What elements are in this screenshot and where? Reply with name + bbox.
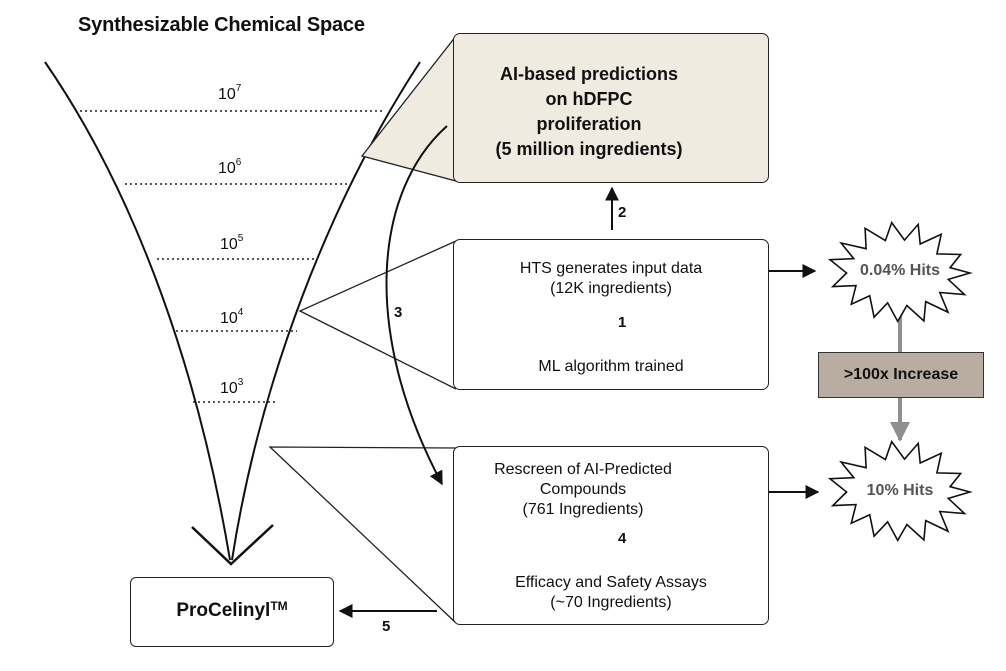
hts-box: HTS generates input data (12K ingredient…	[453, 239, 769, 390]
funnel-left-wall	[44, 61, 231, 561]
ai-prediction-box: AI-based predictions on hDFPC proliferat…	[453, 33, 769, 183]
rescreen-zoom-wedge	[268, 446, 457, 624]
product-box: ProCelinylTM	[130, 577, 334, 647]
rescreen-line-2: Compounds	[539, 481, 627, 498]
assays-line-2: (~70 Ingredients)	[550, 594, 672, 611]
burst-bottom	[827, 439, 973, 543]
ai-zoom-wedge	[360, 34, 457, 182]
ml-trained-label: ML algorithm trained	[538, 358, 684, 375]
rescreen-box: Rescreen of AI-Predicted Compounds (761 …	[453, 446, 769, 625]
hts-line-1: HTS generates input data	[519, 260, 703, 277]
level-label-1e5: 105	[220, 233, 244, 253]
diagram-title: Synthesizable Chemical Space	[78, 14, 365, 36]
increase-badge: >100x Increase	[818, 352, 984, 398]
product-name: ProCelinylTM	[176, 599, 288, 621]
funnel-tip	[191, 524, 274, 566]
step-label-2: 2	[618, 204, 627, 221]
step-label-3: 3	[394, 304, 403, 321]
hts-zoom-wedge	[298, 240, 457, 390]
hits-bottom-label: 10% Hits	[866, 482, 934, 499]
assays-line-1: Efficacy and Safety Assays	[515, 574, 707, 591]
step-label-4: 4	[618, 530, 627, 547]
ai-line-1: AI-based predictions	[499, 64, 679, 84]
step-label-1: 1	[618, 314, 627, 331]
rescreen-line-3: (761 Ingredients)	[522, 501, 644, 518]
arrow-step-3	[385, 125, 448, 486]
ai-prediction-text: AI-based predictions on hDFPC proliferat…	[454, 62, 724, 162]
level-label-1e4: 104	[220, 307, 244, 327]
level-label-1e7: 107	[218, 83, 242, 103]
hits-top-label: 0.04% Hits	[859, 262, 941, 279]
level-label-1e3: 103	[220, 377, 244, 397]
step-label-5: 5	[382, 618, 391, 635]
ai-line-2: on hDFPC	[545, 89, 633, 109]
ai-line-4: (5 million ingredients)	[495, 139, 683, 159]
level-label-1e6: 106	[218, 157, 242, 177]
rescreen-line-1: Rescreen of AI-Predicted	[494, 461, 672, 478]
hts-line-2: (12K ingredients)	[550, 280, 672, 297]
burst-top	[827, 220, 973, 324]
ai-line-3: proliferation	[536, 114, 642, 134]
funnel-right-wall	[231, 61, 421, 561]
